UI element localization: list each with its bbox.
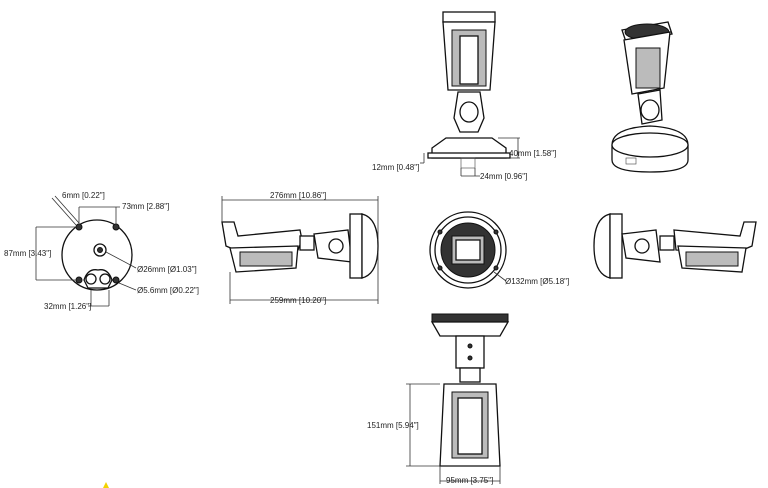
screw-hole-label: 6mm [0.22"] — [62, 191, 105, 200]
front-elevation-view: 40mm [1.58"] 12mm [0.48"] 24mm [0.96"] — [372, 11, 556, 181]
center-hole-label: Ø26mm [Ø1.03"] — [137, 265, 197, 274]
cable-slot-label: 24mm [0.96"] — [480, 172, 527, 181]
total-length-label: 276mm [10.86"] — [270, 191, 326, 200]
base-lip-label: 12mm [0.48"] — [372, 163, 419, 172]
perspective-view — [611, 21, 689, 173]
bottom-height-label: 151mm [5.94"] — [367, 421, 419, 430]
right-side-view — [593, 213, 757, 279]
body-length-label: 259mm [10.20"] — [270, 296, 326, 305]
small-hole-label: Ø5.6mm [Ø0.22"] — [137, 286, 199, 295]
bottom-view: 151mm [5.94"] 95mm [3.75"] — [367, 313, 510, 485]
hole-spacing-height-label: 87mm [3.43"] — [4, 249, 51, 258]
hole-spacing-width-label: 73mm [2.88"] — [122, 202, 169, 211]
front-diameter-label: Ø132mm [Ø5.18"] — [505, 277, 569, 286]
base-plate-view: 6mm [0.22"] 73mm [2.88"] 87mm [3.43"] Ø2… — [4, 191, 199, 311]
bottom-spacing-label: 32mm [1.26"] — [44, 302, 91, 311]
base-height-label: 40mm [1.58"] — [509, 149, 556, 158]
bottom-width-label: 95mm [3.75"] — [446, 476, 493, 485]
front-circle-view: Ø132mm [Ø5.18"] — [429, 211, 569, 289]
marker-triangle-icon — [103, 482, 109, 488]
side-view: 276mm [10.86"] 259mm [10.20"] — [221, 191, 379, 305]
